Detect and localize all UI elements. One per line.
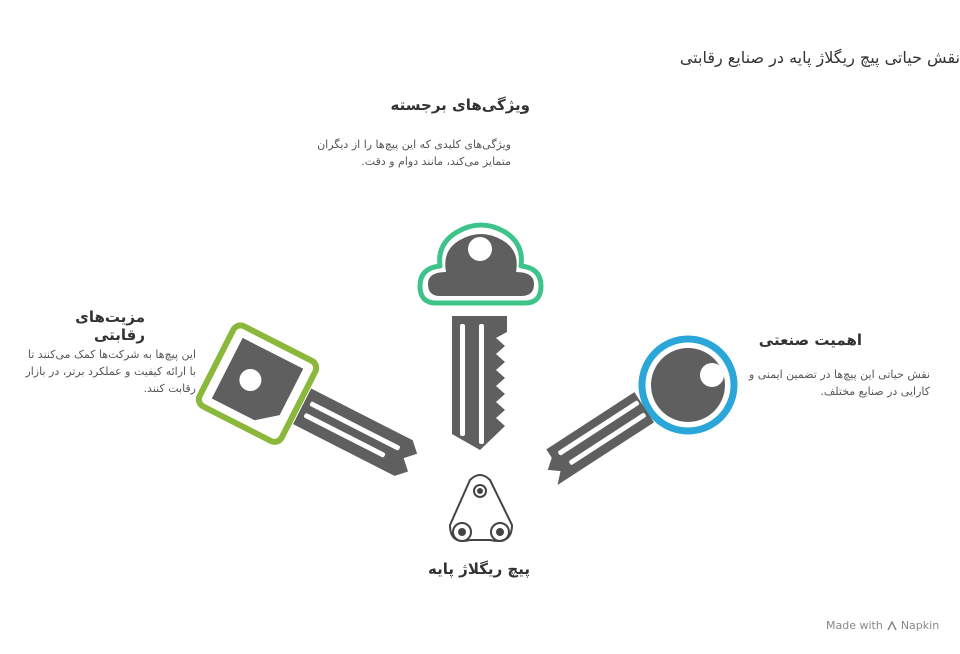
heading-left: مزیت‌های رقابتی [75, 308, 145, 344]
footer-attribution[interactable]: Made with Napkin [826, 619, 939, 632]
gear-pulley-icon [448, 474, 514, 542]
key-left-head-border [195, 322, 320, 445]
heading-right: اهمیت صنعتی [758, 331, 862, 349]
napkin-logo-icon [887, 619, 897, 631]
center-label: پیچ ریگلاژ پایه [427, 560, 530, 578]
key-left-hole [239, 369, 262, 392]
key-right-head-border [638, 335, 738, 435]
description-right: نقش حیاتی این پیچ‌ها در تضمین ایمنی و کا… [748, 368, 930, 398]
key-right-hole [700, 363, 724, 387]
key-left-groove-1 [309, 401, 400, 451]
key-top-groove-1 [460, 324, 465, 436]
key-left-groove-2 [304, 413, 386, 458]
key-top-groove-2 [479, 324, 484, 444]
made-with-text: Made with [826, 619, 883, 632]
heading-top: ویژگی‌های برجسته [390, 96, 530, 114]
key-top-head [428, 234, 534, 296]
key-top-icon [417, 222, 544, 450]
key-top-head-border [417, 222, 544, 306]
key-right-groove-1 [558, 400, 640, 456]
key-right-icon [546, 335, 738, 486]
key-top-hole [468, 237, 492, 261]
description-left: این پیچ‌ها به شرکت‌ها کمک می‌کنند تا با … [25, 348, 196, 395]
page-title: نقش حیاتی پیچ ریگلاژ پایه در صنایع رقابت… [679, 48, 960, 67]
key-left-icon [195, 322, 418, 476]
napkin-brand-text: Napkin [900, 619, 940, 632]
description-top: ویژگی‌های کلیدی که این پیچ‌ها را از دیگر… [317, 138, 511, 168]
key-right-groove-2 [569, 413, 646, 465]
